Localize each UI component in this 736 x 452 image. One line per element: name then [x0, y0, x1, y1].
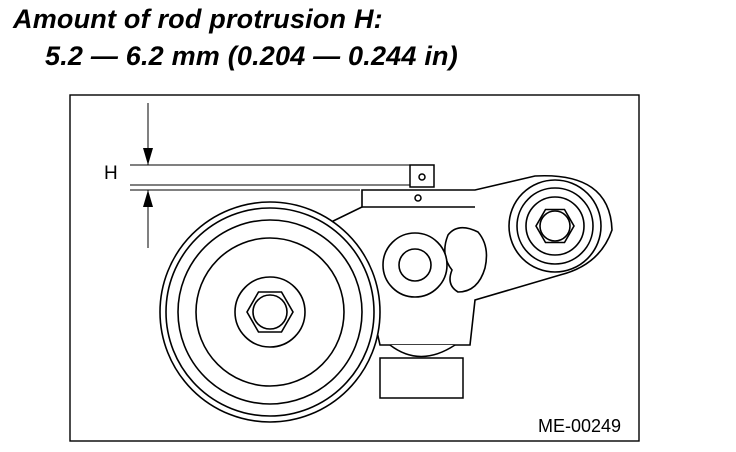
pushrod — [409, 164, 435, 202]
dimension-h-indicator — [130, 103, 410, 248]
figure-frame — [69, 94, 640, 442]
heading-spec-value: 5.2 — 6.2 mm (0.204 — 0.244 in) — [45, 41, 458, 71]
figure-code: ME-00249 — [538, 416, 621, 436]
bracket-bore — [382, 232, 448, 298]
pivot-bolt — [508, 179, 602, 273]
heading-title: Amount of rod protrusion H: — [13, 4, 383, 34]
idler-pulley — [159, 201, 381, 423]
adjuster-cam — [444, 226, 488, 293]
tensioner-housing — [379, 344, 464, 399]
dimension-h-label: H — [104, 163, 118, 184]
